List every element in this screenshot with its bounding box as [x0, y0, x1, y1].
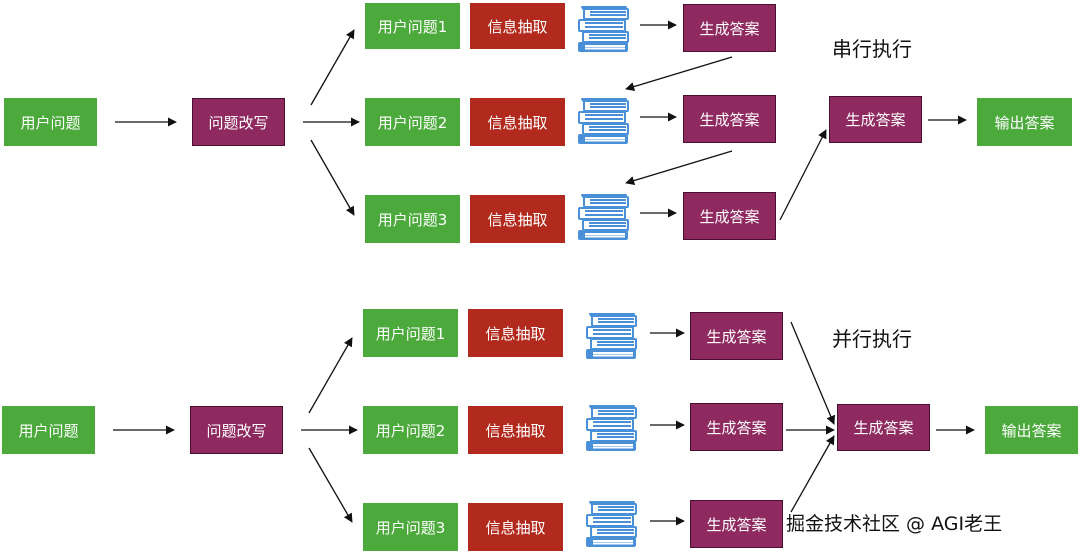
- top-final-gen-box: 生成答案: [829, 96, 922, 143]
- arrow-top-gen3-to-final: [779, 129, 827, 221]
- top-q2-box: 用户问题2: [365, 98, 460, 146]
- top-output-text: 输出答案: [994, 113, 1055, 132]
- arrow-bottom-gen3-to-final: [790, 435, 835, 513]
- arrow-top-gen1-to-book2: [625, 56, 733, 91]
- bottom-gen3-box: 生成答案: [690, 500, 783, 548]
- bottom-extract3-box: 信息抽取: [468, 503, 563, 551]
- top-q1-box: 用户问题1: [365, 3, 460, 49]
- top-final-gen-text: 生成答案: [845, 111, 906, 129]
- arrow-bottom-rewrite-to-q3: [308, 447, 353, 523]
- bottom-extract3-text: 信息抽取: [485, 518, 546, 537]
- top-extract2-box: 信息抽取: [470, 98, 565, 146]
- top-gen3-box: 生成答案: [683, 192, 776, 240]
- top-user-question-box: 用户问题: [4, 98, 97, 146]
- book-stack-icon: [576, 191, 632, 241]
- book-stack-icon: [584, 310, 640, 360]
- top-rewrite-box: 问题改写: [192, 98, 285, 146]
- arrow-top-rewrite-to-q1: [310, 29, 355, 106]
- arrow-bottom-rewrite-to-q1: [308, 337, 353, 414]
- parallel-label: 并行执行: [832, 327, 912, 351]
- top-gen3-text: 生成答案: [699, 207, 760, 226]
- top-gen1-text: 生成答案: [699, 19, 760, 38]
- bottom-extract2-text: 信息抽取: [485, 421, 546, 440]
- top-gen1-box: 生成答案: [683, 4, 776, 52]
- bottom-q2-box: 用户问题2: [363, 406, 458, 454]
- bottom-extract1-box: 信息抽取: [468, 309, 563, 357]
- watermark: 掘金技术社区 @ AGI老王: [786, 513, 1003, 535]
- top-q3-text: 用户问题3: [377, 210, 448, 229]
- top-gen2-text: 生成答案: [699, 110, 760, 129]
- bottom-user-question-text: 用户问题: [18, 421, 79, 440]
- bottom-user-question-box: 用户问题: [2, 406, 95, 454]
- bottom-gen2-text: 生成答案: [706, 418, 767, 437]
- top-q2-text: 用户问题2: [377, 113, 448, 132]
- bottom-gen3-text: 生成答案: [706, 515, 767, 534]
- top-user-question-text: 用户问题: [20, 113, 81, 132]
- arrow-top-gen2-to-book3: [625, 150, 733, 185]
- book-stack-icon: [576, 3, 632, 53]
- book-stack-icon: [584, 402, 640, 452]
- arrow-bottom-gen1-to-final: [790, 321, 836, 425]
- bottom-gen2-box: 生成答案: [690, 403, 783, 451]
- top-q1-text: 用户问题1: [377, 17, 448, 36]
- book-stack-icon: [584, 498, 640, 548]
- top-q3-box: 用户问题3: [365, 195, 460, 243]
- top-extract3-text: 信息抽取: [487, 210, 548, 229]
- bottom-gen1-box: 生成答案: [690, 312, 783, 360]
- bottom-q1-box: 用户问题1: [363, 309, 458, 357]
- bottom-gen1-text: 生成答案: [706, 327, 767, 346]
- bottom-q2-text: 用户问题2: [375, 421, 446, 440]
- top-output-box: 输出答案: [977, 98, 1072, 146]
- bottom-q3-text: 用户问题3: [375, 518, 446, 537]
- bottom-extract2-box: 信息抽取: [468, 406, 563, 454]
- arrows: [113, 20, 975, 526]
- bottom-rewrite-box: 问题改写: [190, 406, 283, 454]
- bottom-final-gen-text: 生成答案: [853, 419, 914, 437]
- book-stack-icon: [576, 95, 632, 145]
- bottom-rewrite-text: 问题改写: [206, 421, 267, 440]
- top-gen2-box: 生成答案: [683, 95, 776, 143]
- bottom-q1-text: 用户问题1: [375, 324, 446, 343]
- top-rewrite-text: 问题改写: [208, 113, 269, 132]
- serial-label: 串行执行: [832, 37, 912, 61]
- top-extract1-text: 信息抽取: [487, 17, 548, 36]
- arrow-top-rewrite-to-q3: [310, 139, 355, 216]
- bottom-output-box: 输出答案: [985, 406, 1078, 454]
- bottom-extract1-text: 信息抽取: [485, 324, 546, 343]
- top-extract2-text: 信息抽取: [487, 113, 548, 132]
- top-extract1-box: 信息抽取: [470, 3, 565, 49]
- top-extract3-box: 信息抽取: [470, 195, 565, 243]
- bottom-q3-box: 用户问题3: [363, 503, 458, 551]
- bottom-final-gen-box: 生成答案: [837, 404, 930, 451]
- bottom-output-text: 输出答案: [1001, 421, 1062, 440]
